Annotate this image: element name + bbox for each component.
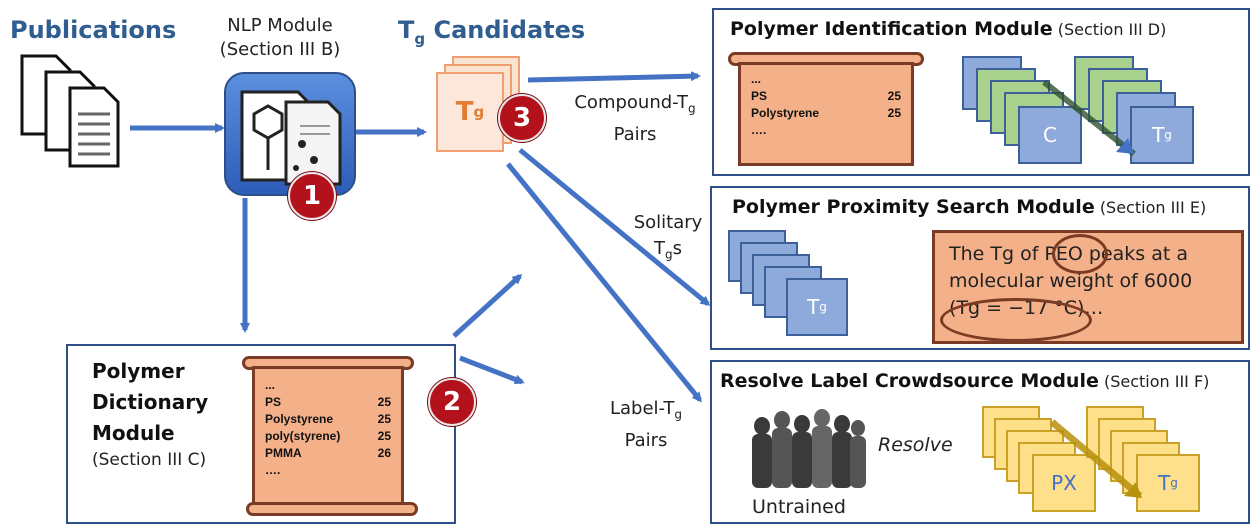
solitary-tgs-label: Solitary Tgs — [633, 212, 703, 262]
arrow-dictionary-up — [452, 273, 523, 338]
arrow-to-identification — [527, 71, 701, 83]
label-tg-pairs-label: Label-Tg Pairs — [609, 398, 683, 451]
match-arrow-icon — [1042, 79, 1136, 157]
compound-tg-pairs-label: Compound-Tg Pairs — [574, 92, 696, 145]
tg-candidates-heading: Tg Candidates — [398, 16, 586, 48]
compound-card: C — [1018, 106, 1082, 164]
step-badge-3: 3 — [498, 94, 546, 142]
nlp-module-section: (Section III B) — [219, 39, 341, 60]
polymer-identification-panel: Polymer Identification Module (Section I… — [712, 8, 1250, 176]
resolve-arrow-icon — [1049, 419, 1143, 499]
polymer-highlight-circle — [1052, 234, 1108, 274]
nlp-module-label: NLP Module (Section III B) — [210, 14, 350, 62]
arrow-to-proximity — [518, 148, 711, 306]
scroll-row: ... — [751, 72, 762, 86]
untrained-label: Untrained — [752, 496, 846, 518]
dictionary-title: Polymer Dictionary Module — [92, 359, 209, 445]
nlp-module-title: NLP Module — [227, 15, 333, 36]
dictionary-panel: Polymer Dictionary Module (Section III C… — [66, 344, 456, 524]
crowd-image — [748, 406, 868, 490]
proximity-search-panel: Polymer Proximity Search Module (Section… — [710, 186, 1250, 350]
scroll-row: …. — [265, 463, 281, 477]
polymer-identification-title: Polymer Identification Module (Section I… — [730, 18, 1167, 40]
scroll-row: …. — [751, 123, 767, 137]
arrow-to-crowdsource — [506, 162, 702, 403]
documents-icon — [20, 54, 120, 168]
scroll-row: poly(styrene)25 — [265, 429, 391, 443]
chemistry-docs-icon — [240, 90, 342, 186]
dictionary-section: (Section III C) — [92, 450, 207, 470]
arrow-dictionary-right — [459, 355, 525, 385]
crowdsource-title: Resolve Label Crowdsource Module (Sectio… — [720, 370, 1210, 392]
nlp-app-icon — [224, 72, 356, 196]
scroll-row: ... — [265, 378, 276, 392]
step-badge-2: 2 — [428, 378, 476, 426]
step-badge-1: 1 — [288, 172, 336, 220]
proximity-search-title: Polymer Proximity Search Module (Section… — [732, 196, 1207, 218]
resolve-label: Resolve — [878, 434, 953, 456]
crowdsource-panel: Resolve Label Crowdsource Module (Sectio… — [710, 360, 1250, 524]
publications-heading: Publications — [10, 16, 177, 44]
tg-value-highlight-circle — [940, 298, 1092, 342]
px-card: PX — [1032, 454, 1096, 512]
